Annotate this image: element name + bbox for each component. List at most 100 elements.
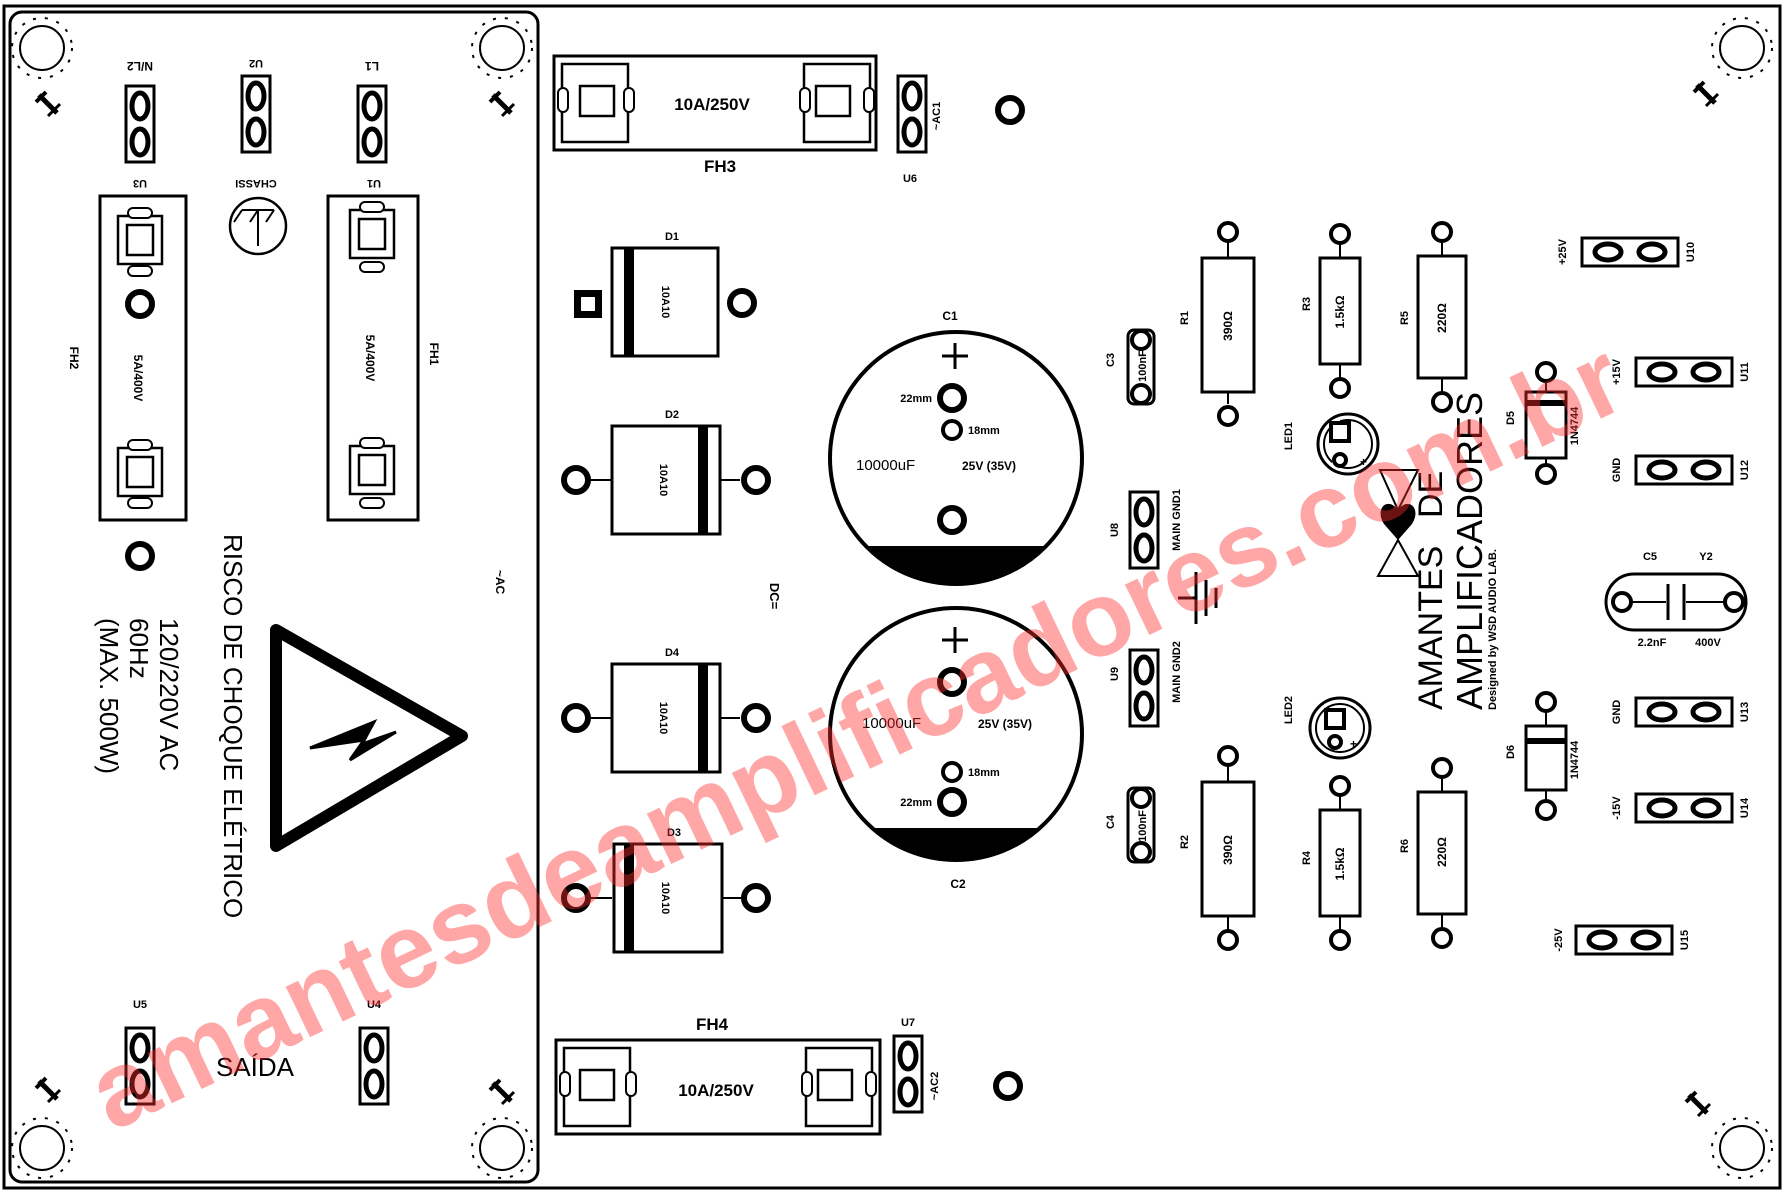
connector-u15 <box>1576 926 1672 954</box>
u10-ref: U10 <box>1685 242 1697 262</box>
u14-voltage: -15V <box>1611 796 1623 820</box>
c5-value: 2.2nF <box>1638 637 1667 649</box>
r6-ref: R6 <box>1399 839 1411 853</box>
brand-amantes: AMANTES <box>1412 546 1450 710</box>
fh2-rating: 5A/400V <box>131 355 145 402</box>
fh4-label: FH4 <box>696 1015 729 1034</box>
screw-icon <box>36 1078 60 1102</box>
resistor-r5 <box>1416 221 1468 413</box>
u11-voltage: +15V <box>1611 358 1623 385</box>
capacitor-c3 <box>1126 328 1156 406</box>
d4-part: 10A10 <box>657 702 669 734</box>
c2-size-a: 22mm <box>900 797 932 809</box>
c1-value: 10000uF <box>856 457 915 474</box>
mounting-hole-icon <box>471 1117 533 1179</box>
c2-ref: C2 <box>950 877 966 891</box>
label-chassi: CHASSI <box>235 177 277 189</box>
connector-u7 <box>894 1036 922 1112</box>
label-u9: U9 <box>1109 667 1121 681</box>
connector-u12 <box>1636 456 1732 484</box>
r4-ref: R4 <box>1301 850 1313 865</box>
c5-ref: C5 <box>1643 551 1657 563</box>
label-ac1: ~AC1 <box>931 102 943 130</box>
label-u2: U2 <box>249 57 263 69</box>
d4-ref: D4 <box>665 647 680 659</box>
d2-ref: D2 <box>665 409 679 421</box>
brand-de: DE <box>1412 471 1450 518</box>
mounting-hole-icon <box>1711 17 1773 79</box>
r5-value: 220Ω <box>1435 303 1449 333</box>
r3-value: 1.5kΩ <box>1333 295 1347 328</box>
y2-ref: Y2 <box>1699 551 1712 563</box>
u13-voltage: GND <box>1611 700 1623 725</box>
connector-u2 <box>242 76 270 152</box>
d1-part: 10A10 <box>659 286 671 318</box>
u13-ref: U13 <box>1739 702 1751 722</box>
chassis-ground-icon <box>228 196 288 256</box>
r6-value: 220Ω <box>1435 837 1449 867</box>
label-main-gnd2: MAIN GND2 <box>1171 641 1183 703</box>
resistor-r3 <box>1318 223 1362 399</box>
diode-d2 <box>564 424 768 536</box>
u12-voltage: GND <box>1611 458 1623 483</box>
resistor-r6 <box>1416 757 1468 949</box>
c1-voltage: 25V (35V) <box>962 459 1016 473</box>
capacitor-c5 <box>1604 572 1748 632</box>
label-u8: U8 <box>1109 523 1121 537</box>
connector-u10 <box>1582 238 1678 266</box>
c3-value: 100nF <box>1137 350 1149 382</box>
led2 <box>1308 696 1372 760</box>
d6-ref: D6 <box>1505 745 1517 759</box>
diode-d4 <box>564 662 768 774</box>
label-u3: U3 <box>133 177 147 189</box>
board-outline <box>2 4 1782 1190</box>
label-u6: U6 <box>903 173 917 185</box>
screw-icon <box>490 1080 514 1104</box>
label-u5: U5 <box>133 999 147 1011</box>
zener-d6 <box>1524 691 1568 821</box>
pad <box>996 1074 1020 1098</box>
primary-zone-outline <box>8 10 540 1184</box>
fh1-rating: 5A/400V <box>363 335 377 382</box>
brand-credit: Designed by WSD AUDIO LAB. <box>1487 549 1499 710</box>
screw-icon <box>1686 1092 1710 1116</box>
c2-voltage: 25V (35V) <box>978 717 1032 731</box>
connector-u13 <box>1636 698 1732 726</box>
connector-u11 <box>1636 358 1732 386</box>
led1 <box>1316 412 1380 476</box>
capacitor-c4 <box>1126 786 1156 864</box>
high-voltage-icon <box>270 624 468 852</box>
connector-u6 <box>898 76 926 152</box>
u11-ref: U11 <box>1739 362 1751 382</box>
ground-symbol-icon <box>1178 572 1218 624</box>
d6-part: 1N4744 <box>1569 740 1581 779</box>
resistor-r4 <box>1318 775 1362 951</box>
connector-l1 <box>358 86 386 162</box>
watermark-text: amantesdeamplificadores.com.br <box>71 318 1641 1152</box>
d3-ref: D3 <box>667 827 681 839</box>
diode-d3 <box>564 842 768 954</box>
connector-u4 <box>360 1028 388 1104</box>
c1-size-b: 18mm <box>968 425 1000 437</box>
resistor-r2 <box>1200 745 1256 951</box>
c2-size-b: 18mm <box>968 767 1000 779</box>
c3-ref: C3 <box>1105 353 1117 367</box>
label-u7: U7 <box>901 1017 915 1029</box>
u15-ref: U15 <box>1679 930 1691 950</box>
fh1-label: FH1 <box>427 343 441 366</box>
c5-voltage: 400V <box>1695 637 1721 649</box>
mounting-hole-icon <box>11 17 73 79</box>
r1-value: 390Ω <box>1221 311 1235 341</box>
pad <box>128 544 152 568</box>
fuse-holder-fh4 <box>554 1038 882 1136</box>
d3-part: 10A10 <box>659 882 671 914</box>
zener-d5 <box>1524 361 1568 485</box>
warning-line3: (MAX. 500W) <box>94 618 124 774</box>
d1-ref: D1 <box>665 231 679 243</box>
u12-ref: U12 <box>1739 460 1751 480</box>
brand-heart-logo <box>1376 469 1420 577</box>
led1-plus: + <box>1360 455 1367 469</box>
fuse-holder-fh2 <box>98 194 188 522</box>
mounting-hole-icon <box>471 17 533 79</box>
